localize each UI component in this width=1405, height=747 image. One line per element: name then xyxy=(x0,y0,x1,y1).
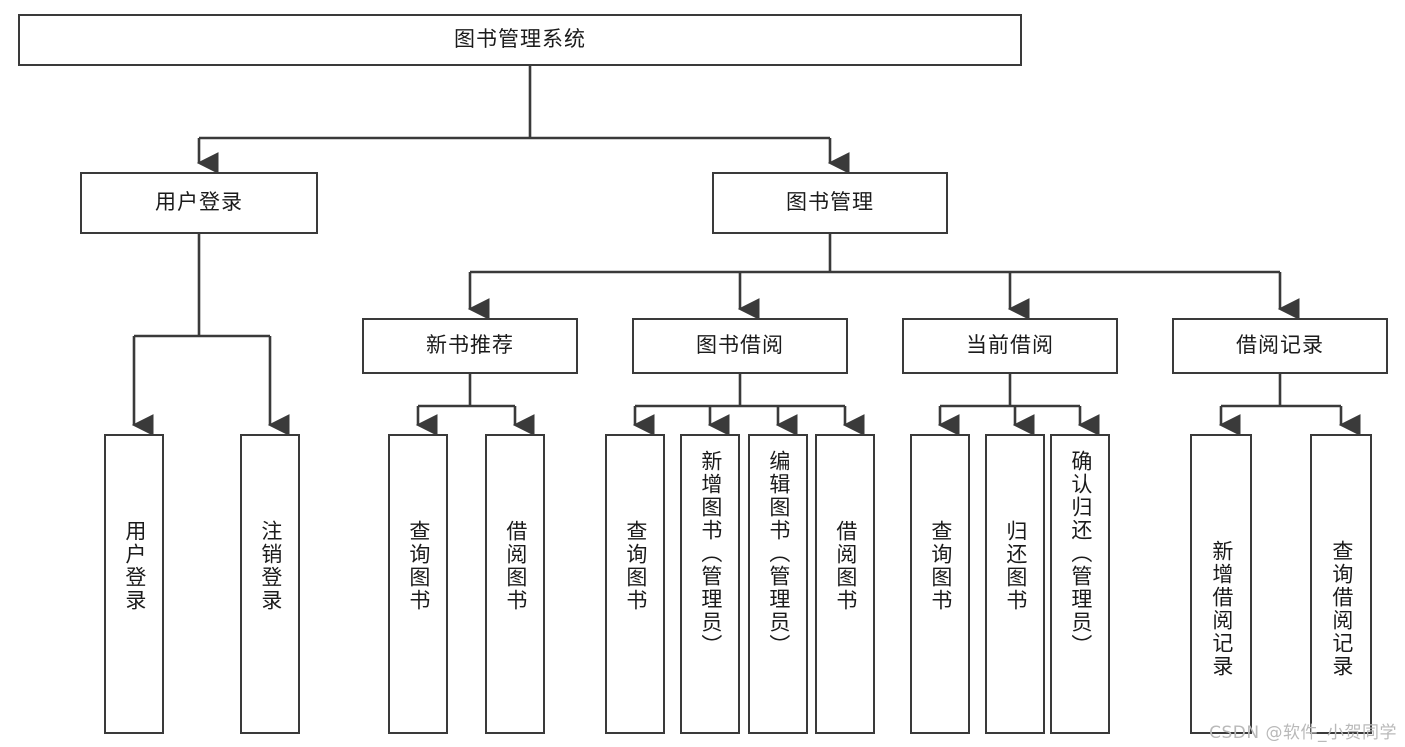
node-leaf-query-book-1[interactable]: 查询图书 xyxy=(388,434,448,734)
node-leaf-return-book[interactable]: 归还图书 xyxy=(985,434,1045,734)
node-book-borrow-label: 图书借阅 xyxy=(696,333,784,358)
node-leaf-query-book-3-label: 查询图书 xyxy=(928,520,953,612)
node-leaf-add-book-label: 新增图书（管理员） xyxy=(698,450,723,657)
node-root-label: 图书管理系统 xyxy=(454,27,586,52)
node-borrow-record-label: 借阅记录 xyxy=(1236,333,1324,358)
node-leaf-borrow-book-2-label: 借阅图书 xyxy=(833,520,858,612)
node-leaf-query-record[interactable]: 查询借阅记录 xyxy=(1310,434,1372,734)
node-new-book-recommend[interactable]: 新书推荐 xyxy=(362,318,578,374)
node-leaf-borrow-book-1[interactable]: 借阅图书 xyxy=(485,434,545,734)
node-user-login[interactable]: 用户登录 xyxy=(80,172,318,234)
node-book-manage-label: 图书管理 xyxy=(786,190,874,215)
node-borrow-record[interactable]: 借阅记录 xyxy=(1172,318,1388,374)
node-leaf-query-record-label: 查询借阅记录 xyxy=(1329,540,1354,678)
node-leaf-add-record[interactable]: 新增借阅记录 xyxy=(1190,434,1252,734)
node-root[interactable]: 图书管理系统 xyxy=(18,14,1022,66)
node-book-manage[interactable]: 图书管理 xyxy=(712,172,948,234)
node-leaf-user-login[interactable]: 用户登录 xyxy=(104,434,164,734)
node-current-borrow[interactable]: 当前借阅 xyxy=(902,318,1118,374)
watermark: CSDN @软件_小贺同学 xyxy=(1209,723,1397,743)
node-leaf-logout-label: 注销登录 xyxy=(258,520,283,612)
node-book-borrow[interactable]: 图书借阅 xyxy=(632,318,848,374)
node-leaf-return-book-label: 归还图书 xyxy=(1003,520,1028,612)
node-new-book-recommend-label: 新书推荐 xyxy=(426,333,514,358)
node-leaf-add-book[interactable]: 新增图书（管理员） xyxy=(680,434,740,734)
node-leaf-query-book-3[interactable]: 查询图书 xyxy=(910,434,970,734)
node-leaf-user-login-label: 用户登录 xyxy=(122,520,147,612)
node-leaf-add-record-label: 新增借阅记录 xyxy=(1209,540,1234,678)
node-leaf-query-book-1-label: 查询图书 xyxy=(406,520,431,612)
node-leaf-query-book-2[interactable]: 查询图书 xyxy=(605,434,665,734)
node-leaf-query-book-2-label: 查询图书 xyxy=(623,520,648,612)
node-leaf-edit-book[interactable]: 编辑图书（管理员） xyxy=(748,434,808,734)
node-user-login-label: 用户登录 xyxy=(155,190,243,215)
node-leaf-borrow-book-2[interactable]: 借阅图书 xyxy=(815,434,875,734)
node-leaf-confirm-return-label: 确认归还（管理员） xyxy=(1068,450,1093,657)
node-leaf-edit-book-label: 编辑图书（管理员） xyxy=(766,450,791,657)
node-leaf-borrow-book-1-label: 借阅图书 xyxy=(503,520,528,612)
node-leaf-confirm-return[interactable]: 确认归还（管理员） xyxy=(1050,434,1110,734)
node-leaf-logout[interactable]: 注销登录 xyxy=(240,434,300,734)
node-current-borrow-label: 当前借阅 xyxy=(966,333,1054,358)
